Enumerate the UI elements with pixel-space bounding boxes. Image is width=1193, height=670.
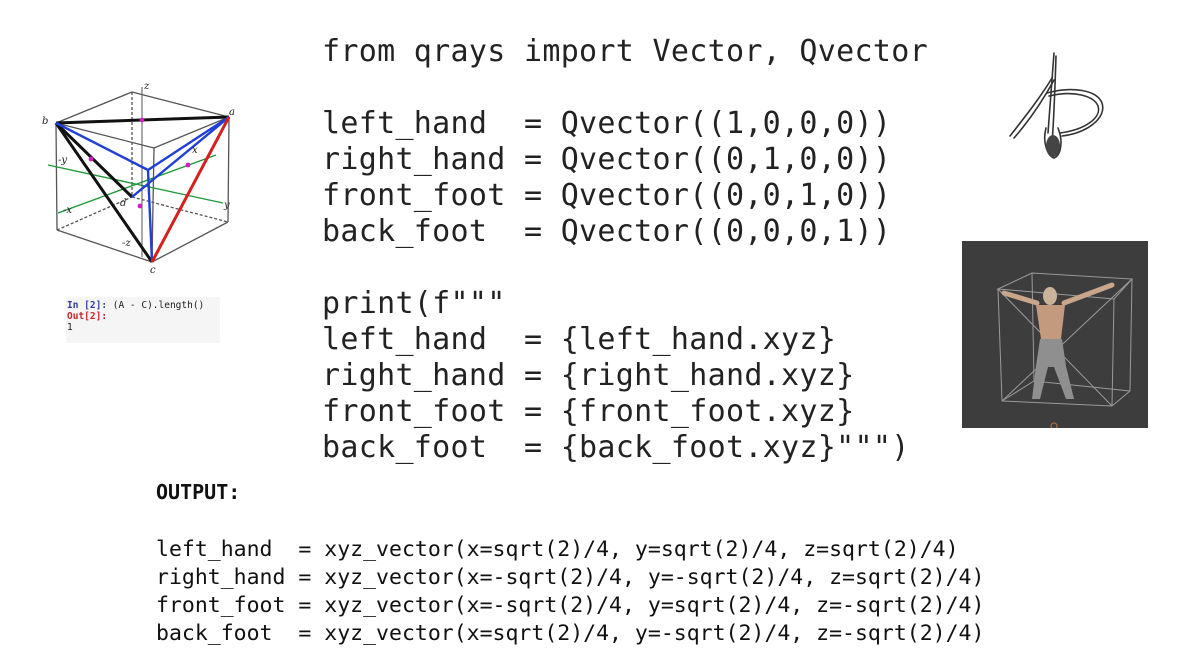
axis-label-neg-x: -x [63, 205, 72, 216]
code-line-assign: front_foot = Qvector((0,0,1,0)) [322, 178, 892, 213]
output-line: right_hand = xyz_vector(x=-sqrt(2)/4, y=… [156, 565, 985, 590]
axis-label-y: y [223, 200, 230, 211]
code-line-print: right_hand = {right_hand.xyz} [322, 358, 855, 393]
code-line-print: front_foot = {front_foot.xyz} [322, 394, 855, 429]
code-line-assign: right_hand = Qvector((0,1,0,0)) [322, 142, 892, 177]
code-line-print: left_hand = {left_hand.xyz} [322, 322, 837, 357]
code-block: from qrays import Vector, Qvector left_h… [322, 34, 928, 466]
axis-label-z: z [143, 81, 150, 92]
code-line-print: back_foot = {back_foot.xyz}""") [322, 430, 910, 465]
vertex-label-a: a [229, 107, 235, 118]
in-code: (A - C).length() [107, 300, 205, 311]
in-prompt: In [2]: [67, 300, 108, 311]
vertex-label-d: d [120, 198, 126, 209]
code-line-print: print(f""" [322, 286, 506, 321]
out-result: 1 [67, 322, 73, 333]
vertex-label-b: b [42, 116, 48, 127]
output-heading: OUTPUT: [156, 480, 241, 504]
code-line-assign: back_foot = Qvector((0,0,0,1)) [322, 214, 892, 249]
code-line-import: from qrays import Vector, Qvector [322, 34, 928, 69]
vertex-label-c: c [150, 265, 156, 276]
artistic-logo-icon [1009, 52, 1104, 159]
out-prompt: Out[2]: [67, 311, 108, 322]
figure-in-cube-render [962, 241, 1148, 428]
output-line: left_hand = xyz_vector(x=sqrt(2)/4, y=sq… [156, 537, 959, 562]
output-block: left_hand = xyz_vector(x=sqrt(2)/4, y=sq… [156, 536, 984, 648]
tetrahedron-cube-diagram: z a b x -y -x y d -z c [42, 81, 235, 276]
axis-label-x: x [192, 145, 198, 156]
code-line-assign: left_hand = Qvector((1,0,0,0)) [322, 106, 892, 141]
axis-label-neg-z: -z [122, 238, 131, 249]
output-line: back_foot = xyz_vector(x=sqrt(2)/4, y=-s… [156, 621, 985, 646]
axis-label-neg-y: -y [58, 155, 67, 166]
output-line: front_foot = xyz_vector(x=-sqrt(2)/4, y=… [156, 593, 985, 618]
notebook-cell: In [2]: (A - C).length() Out[2]: 1 [66, 297, 220, 343]
